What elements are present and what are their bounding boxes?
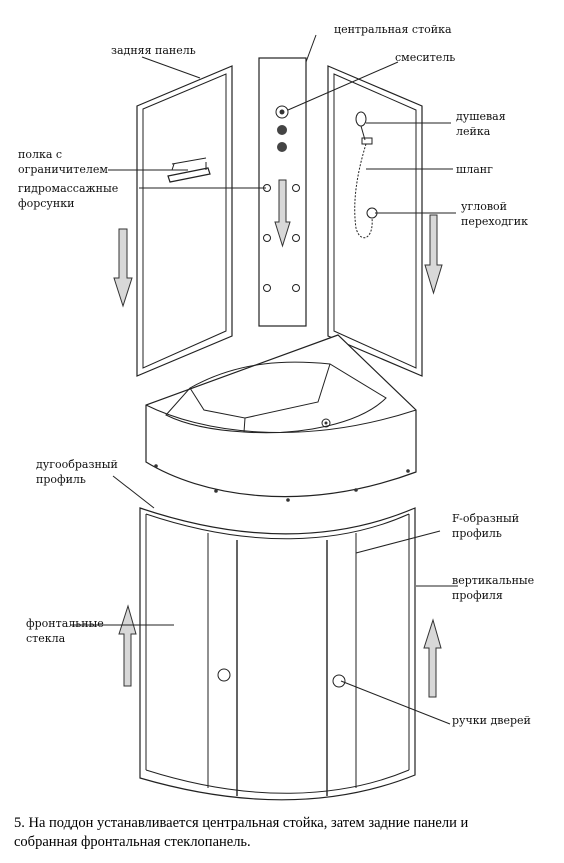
jet-nozzle (292, 234, 300, 242)
down-arrow-icon (274, 179, 291, 248)
f-profile-label-1: F-образный (452, 512, 520, 525)
front-glass-assembly (118, 507, 442, 801)
instruction-caption: 5. На поддон устанавливается центральная… (14, 814, 554, 852)
jet-nozzle (292, 184, 300, 192)
front-glass-label-2: стекла (26, 632, 66, 645)
back-panel-label: задняя панель (111, 44, 196, 57)
adapter-label-2: переходгик (461, 215, 528, 228)
jet-nozzle (263, 234, 271, 242)
mixer-label: смеситель (395, 51, 456, 64)
door-handle-right (332, 674, 346, 688)
shelf-label-1: полка с (18, 148, 63, 161)
shelf-label-2: ограничителем (18, 163, 108, 176)
mixer-knob-bottom (277, 142, 287, 152)
jets-label-1: гидромассажные (18, 182, 119, 195)
leader-lines (70, 34, 458, 725)
central-column-label: центральная стойка (334, 23, 452, 36)
mixer-knob-top (275, 105, 289, 119)
shower-tray (145, 334, 417, 502)
left-back-panel (136, 65, 233, 377)
down-arrow-icon-left (113, 228, 133, 308)
caption-line-2: собранная фронтальная стеклопанель. (14, 834, 251, 850)
mixer-knob-mid (277, 125, 287, 135)
hose-label: шланг (456, 163, 493, 176)
vertical-profiles-label-2: профиля (452, 589, 503, 602)
down-arrow-icon-right (424, 214, 443, 295)
adapter-label-1: угловой (461, 200, 507, 213)
jets-label-2: форсунки (18, 197, 75, 210)
central-column (258, 57, 307, 327)
door-handle-left (217, 668, 231, 682)
vertical-profiles-label-1: вертикальные (452, 574, 535, 587)
door-handles-label: ручки дверей (452, 714, 531, 727)
right-back-panel (327, 65, 423, 377)
jet-nozzle (263, 284, 271, 292)
caption-line-1: 5. На поддон устанавливается центральная… (14, 815, 469, 831)
f-profile-label-2: профиль (452, 527, 502, 540)
shower-head-label-1: душевая (456, 110, 506, 123)
jet-nozzle (292, 284, 300, 292)
front-glass-label-1: фронтальные (26, 617, 104, 630)
arc-profile-label-1: дугообразный (36, 458, 118, 471)
arc-profile-label-2: профиль (36, 473, 86, 486)
up-arrow-icon-right (423, 618, 442, 698)
shower-head-label-2: лейка (456, 125, 491, 138)
shelf (167, 157, 211, 183)
up-arrow-icon-left (118, 604, 137, 687)
